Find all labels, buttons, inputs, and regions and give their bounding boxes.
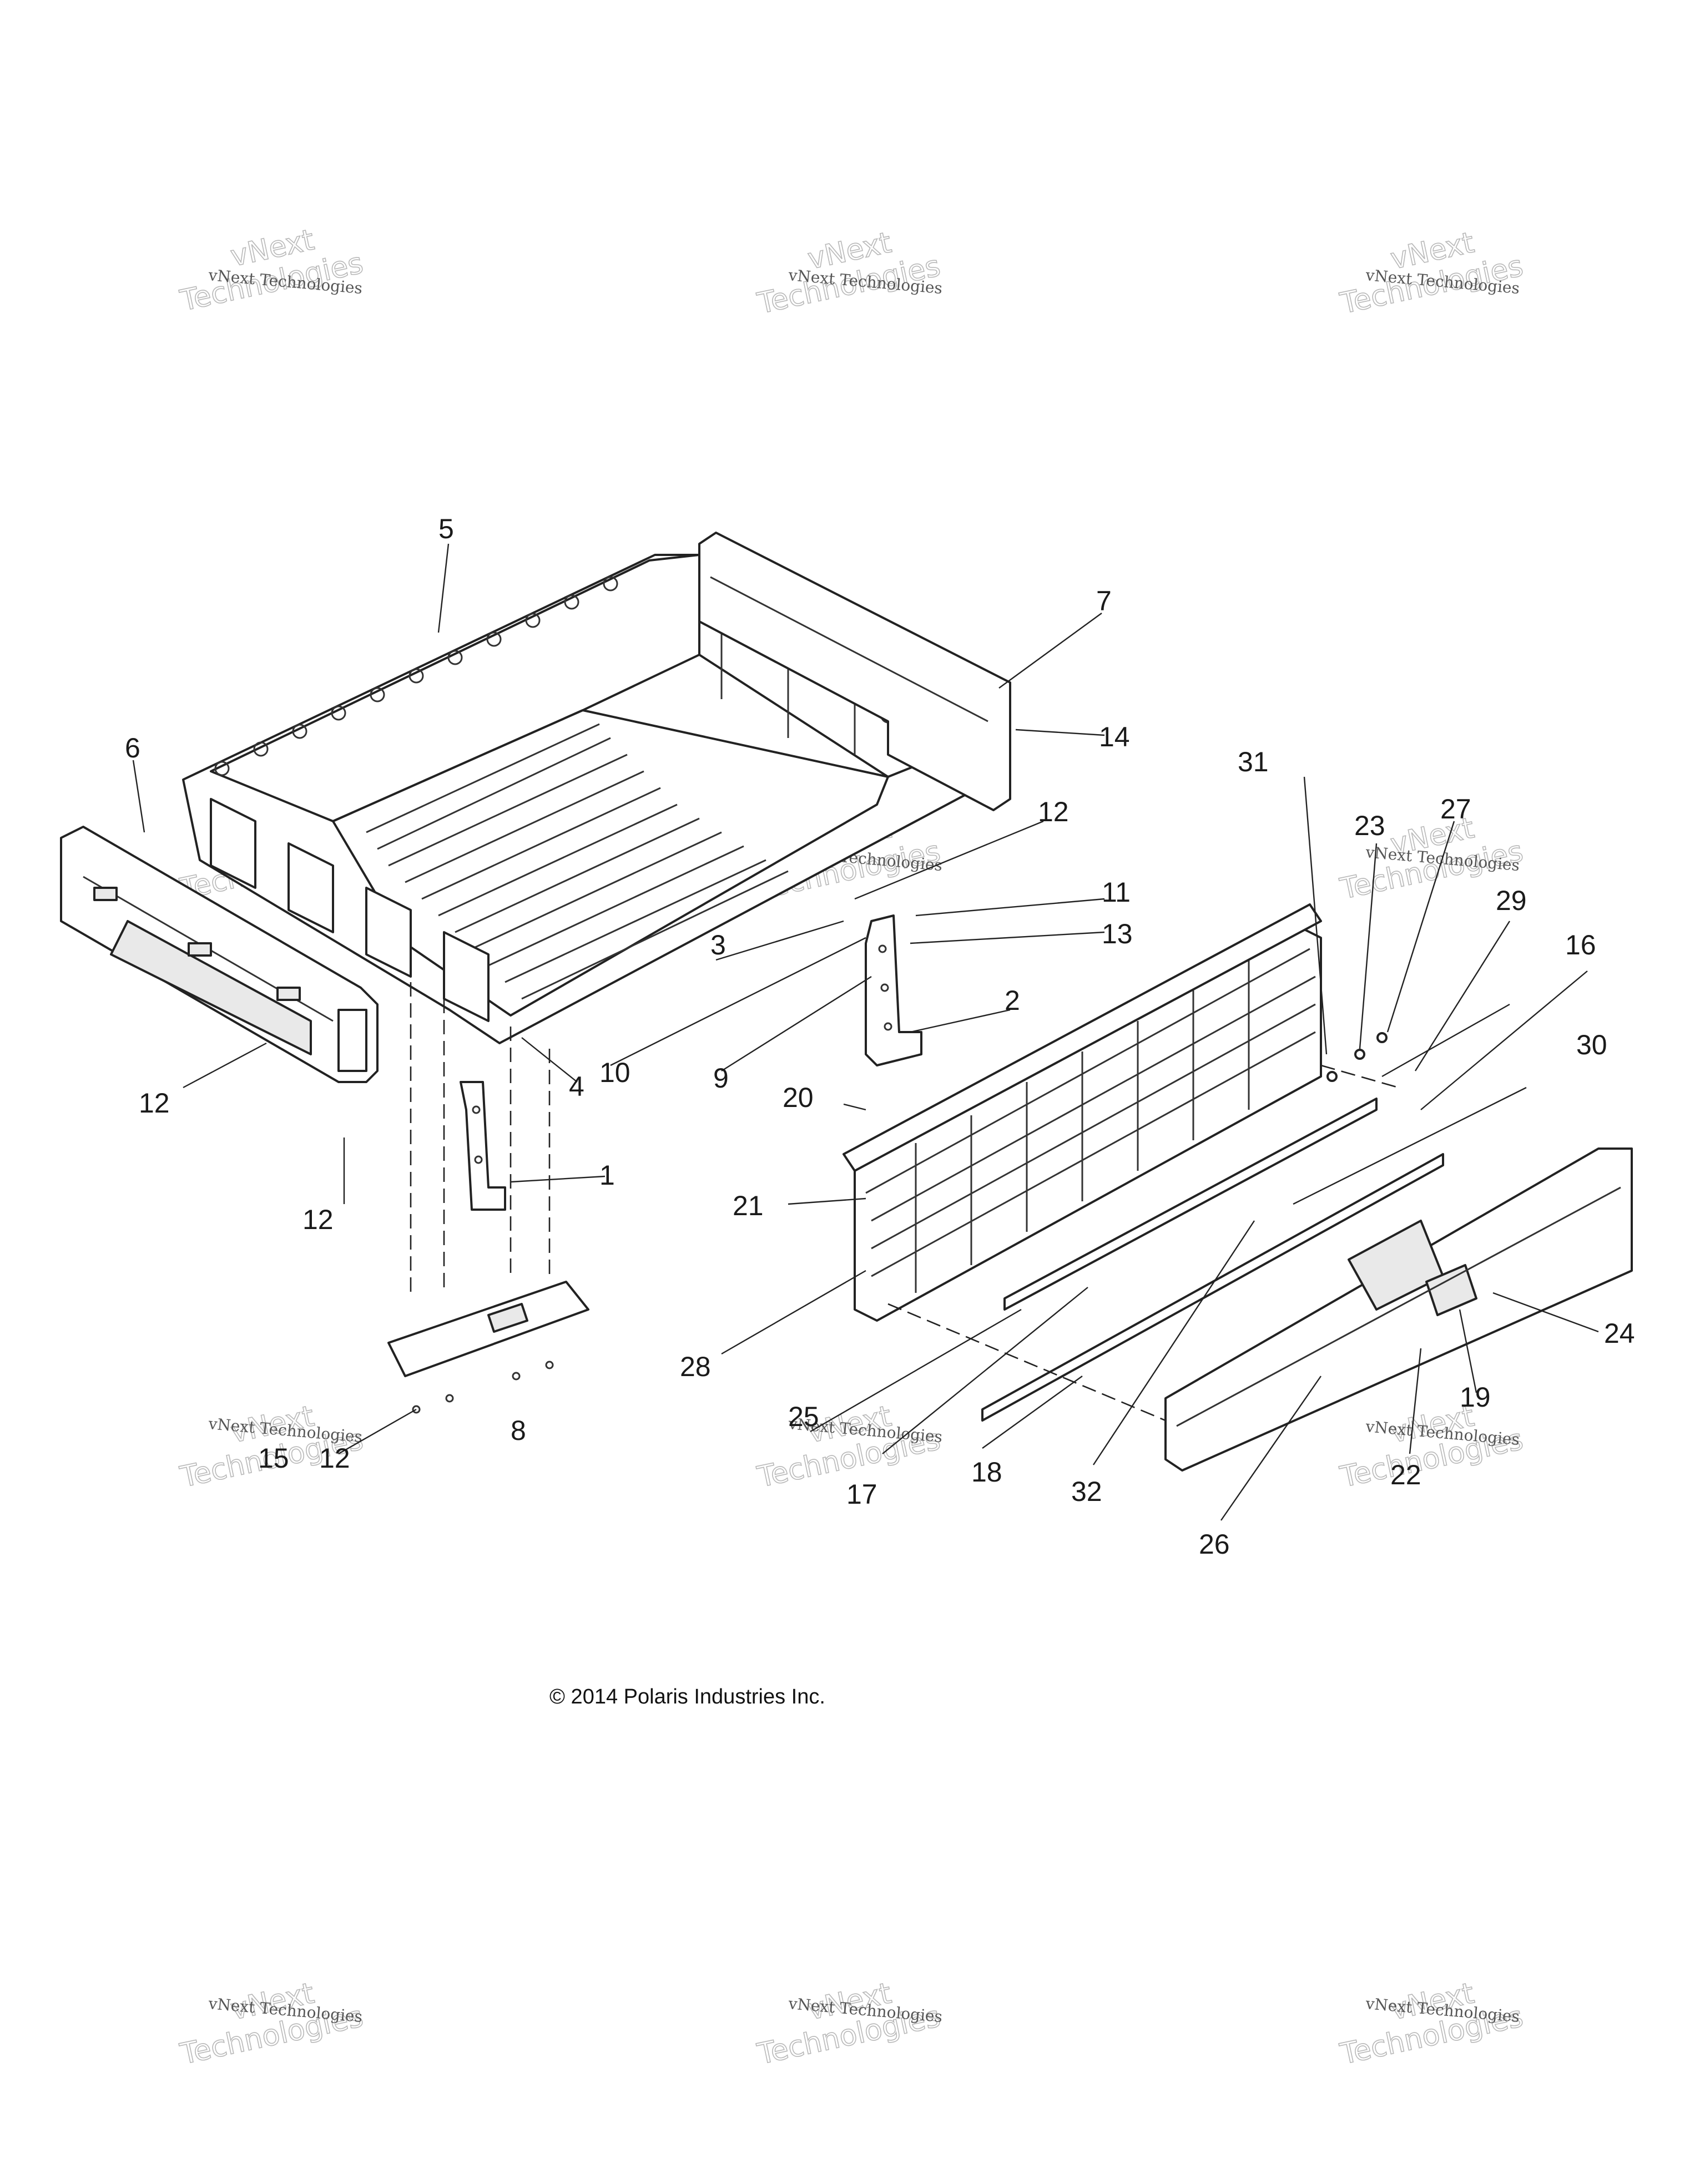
callout-18: 18 xyxy=(971,1457,1002,1488)
callout-11: 11 xyxy=(1102,877,1131,908)
callout-9: 9 xyxy=(713,1063,729,1094)
callout-1: 1 xyxy=(599,1160,615,1191)
skid-plate-tab xyxy=(487,1303,528,1333)
callout-31: 31 xyxy=(1238,746,1269,777)
cargo-box-support xyxy=(443,931,490,1022)
callout-6: 6 xyxy=(125,732,140,764)
watermark-lower-right: Technologies vNext vNext Technologies xyxy=(1336,1399,1526,1495)
callout-12-upper: 12 xyxy=(1038,796,1069,827)
callout-22: 22 xyxy=(1390,1459,1421,1490)
callout-14: 14 xyxy=(1099,721,1130,752)
tailgate-outer-part xyxy=(1164,1147,1633,1472)
callout-3: 3 xyxy=(710,929,726,960)
skid-plate-screw xyxy=(545,1361,554,1369)
callout-17: 17 xyxy=(846,1479,877,1510)
leader-lines xyxy=(132,543,1599,1521)
callout-8: 8 xyxy=(511,1415,526,1446)
callout-32: 32 xyxy=(1071,1476,1102,1507)
tailgate-outer-edge xyxy=(1176,1186,1621,1427)
callout-26: 26 xyxy=(1199,1529,1230,1560)
copyright-notice: © 2014 Polaris Industries Inc. xyxy=(549,1685,825,1708)
skid-plate-body xyxy=(387,1281,589,1377)
tailgate-rod-16 xyxy=(1381,1003,1510,1078)
side-rail-body xyxy=(698,532,1011,811)
front-panel-clip xyxy=(276,987,301,1001)
assembly-line xyxy=(1320,1064,1399,1089)
latch-hardware xyxy=(1326,1032,1388,1082)
skid-plate-screw xyxy=(412,1405,421,1414)
callout-19: 19 xyxy=(1460,1382,1491,1413)
callout-10: 10 xyxy=(599,1057,630,1088)
cargo-box-support xyxy=(210,798,256,889)
tailgate-rod-17 xyxy=(1003,1098,1378,1311)
tailgate-inner-grid xyxy=(871,960,1316,1293)
tailgate-top-cap xyxy=(843,903,1322,1172)
bracket-left-part xyxy=(460,1081,506,1211)
watermark-bottom-left: Technologies vNext vNext Technologies xyxy=(176,1976,366,2072)
callout-15: 15 xyxy=(258,1443,289,1474)
callout-13: 13 xyxy=(1102,918,1133,949)
callout-24: 24 xyxy=(1604,1318,1635,1349)
callout-labels: 5 7 14 6 12 11 13 3 2 10 9 4 12 12 1 15 … xyxy=(125,513,1635,1560)
watermark-top-center: Technologies vNext vNext Technologies xyxy=(754,226,944,321)
callout-7: 7 xyxy=(1096,585,1112,616)
front-panel-recess xyxy=(110,920,312,1055)
callout-2: 2 xyxy=(1005,985,1020,1016)
bracket-right-body xyxy=(865,914,922,1066)
front-panel-clip xyxy=(93,887,118,901)
cargo-box-floor-slots xyxy=(366,723,789,1000)
cargo-box-support xyxy=(287,842,334,933)
callout-12-left: 12 xyxy=(139,1088,170,1119)
bracket-left-body xyxy=(460,1081,506,1211)
callout-5: 5 xyxy=(438,513,454,544)
callout-29: 29 xyxy=(1496,885,1527,916)
callout-27: 27 xyxy=(1440,793,1471,825)
tailgate-outer-body xyxy=(1164,1147,1633,1472)
callout-12-lower: 12 xyxy=(302,1204,334,1235)
skid-plate-screw xyxy=(445,1394,454,1403)
callout-12-bottom: 12 xyxy=(319,1443,350,1474)
callout-21: 21 xyxy=(733,1190,764,1221)
cargo-box-support xyxy=(365,887,412,978)
callout-30: 30 xyxy=(1576,1029,1607,1060)
callout-16: 16 xyxy=(1565,929,1596,960)
watermark-bottom-right: Technologies vNext vNext Technologies xyxy=(1336,1976,1526,2072)
tailgate-inner-part xyxy=(854,926,1322,1322)
watermark-top-right: Technologies vNext vNext Technologies xyxy=(1336,226,1526,321)
side-rail-edge xyxy=(710,576,988,722)
tailgate-rod-30 xyxy=(1293,1086,1527,1205)
front-panel-clip xyxy=(188,942,212,957)
tailgate-inner-edge xyxy=(865,948,1310,1194)
tailgate-rod-18 xyxy=(981,1153,1444,1422)
watermark-bottom-center: Technologies vNext vNext Technologies xyxy=(754,1976,944,2072)
callout-25: 25 xyxy=(788,1401,819,1432)
front-panel-light xyxy=(337,1009,367,1072)
watermark-top-left: Technologies vNext vNext Technologies xyxy=(176,223,366,318)
skid-plate-screw xyxy=(512,1372,521,1381)
tailgate-handle xyxy=(1425,1264,1477,1316)
skid-plate-part xyxy=(387,1281,589,1414)
assembly-line xyxy=(887,1303,1166,1422)
callout-23: 23 xyxy=(1354,810,1385,841)
callout-28: 28 xyxy=(680,1351,711,1382)
bracket-right-part xyxy=(865,914,922,1066)
callout-4: 4 xyxy=(569,1071,584,1102)
front-panel-part xyxy=(60,826,379,1083)
callout-20: 20 xyxy=(783,1082,814,1113)
